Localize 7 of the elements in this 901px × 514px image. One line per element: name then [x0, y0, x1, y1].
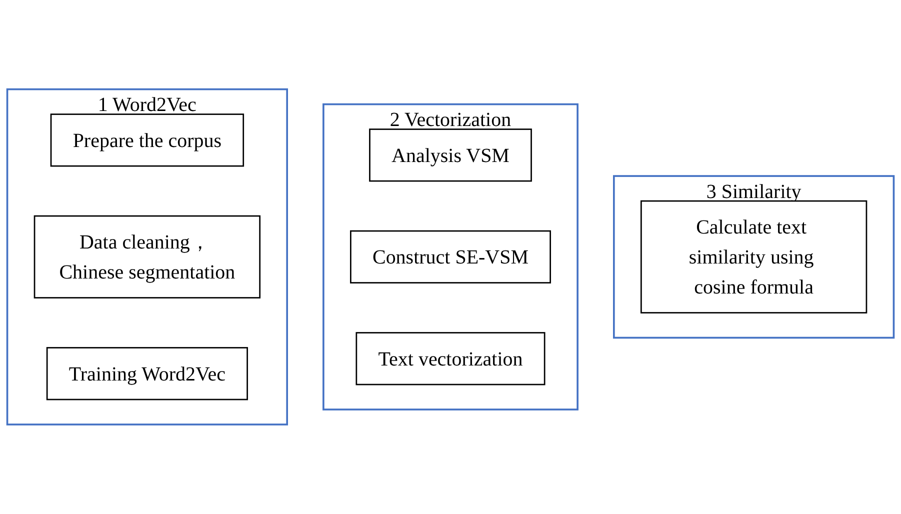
node-box: Analysis VSM: [369, 128, 532, 182]
node-box: Data cleaning， Chinese segmentation: [34, 215, 261, 299]
node-box: Text vectorization: [356, 332, 546, 386]
node-box: Training Word2Vec: [46, 347, 248, 400]
node-box: Construct SE-VSM: [350, 230, 551, 284]
node-box: Prepare the corpus: [50, 114, 244, 167]
node-box: Calculate text similarity using cosine formula: [640, 200, 868, 314]
